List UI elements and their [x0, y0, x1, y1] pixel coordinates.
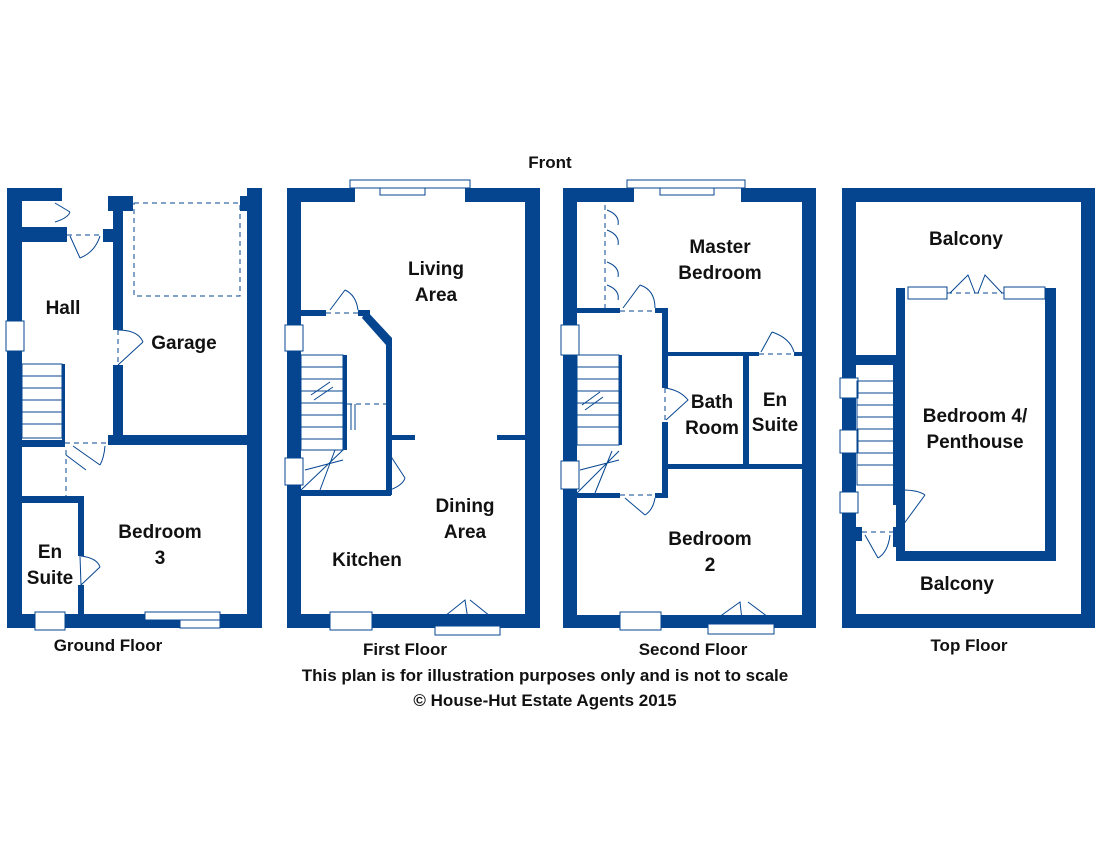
room-label-bedroom3-line1: Bedroom [118, 522, 201, 543]
floor-title-ground: Ground Floor [54, 636, 163, 655]
room-label-bath-line1: Bath [691, 392, 733, 413]
disclaimer-text: This plan is for illustration purposes o… [302, 666, 788, 685]
room-label-balcony-bottom: Balcony [920, 574, 994, 595]
room-label-bedroom4-line1: Bedroom 4/ [923, 406, 1028, 427]
room-label-ensuite-line1: En [38, 542, 62, 563]
floor-title-first: First Floor [363, 640, 447, 659]
room-label-dining-line2: Area [444, 522, 487, 543]
room-label-kitchen: Kitchen [332, 550, 402, 571]
room-label-ensuite2-line2: Suite [752, 415, 798, 436]
copyright-text: © House-Hut Estate Agents 2015 [413, 691, 676, 710]
room-label-dining-line1: Dining [435, 496, 494, 517]
top-floor-plan: Balcony Bedroom 4/ Penthouse Balcony Top… [839, 188, 1095, 655]
front-label: Front [528, 153, 572, 172]
room-label-bath-line2: Room [685, 418, 739, 439]
room-label-ensuite2-line1: En [763, 390, 787, 411]
room-label-ensuite-line2: Suite [27, 568, 73, 589]
second-floor-plan: Master Bedroom Bath Room En Suite Bedroo… [560, 179, 816, 659]
room-label-living-line2: Area [415, 285, 458, 306]
room-label-balcony-top: Balcony [929, 229, 1003, 250]
room-label-garage: Garage [151, 333, 216, 354]
floor-title-second: Second Floor [639, 640, 748, 659]
ground-floor-plan: Hall Garage Bedroom 3 En Suite Ground Fl… [5, 188, 262, 655]
room-label-master-line1: Master [689, 237, 751, 258]
first-floor-plan: Living Area Dining Area Kitchen First Fl… [284, 179, 540, 659]
room-label-master-line2: Bedroom [678, 263, 761, 284]
room-label-bedroom4-line2: Penthouse [926, 432, 1023, 453]
room-label-hall: Hall [46, 298, 81, 319]
room-label-bedroom2-line2: 2 [705, 555, 716, 576]
floor-title-top: Top Floor [930, 636, 1007, 655]
room-label-bedroom3-line2: 3 [155, 548, 166, 569]
room-label-bedroom2-line1: Bedroom [668, 529, 751, 550]
room-label-living-line1: Living [408, 259, 464, 280]
